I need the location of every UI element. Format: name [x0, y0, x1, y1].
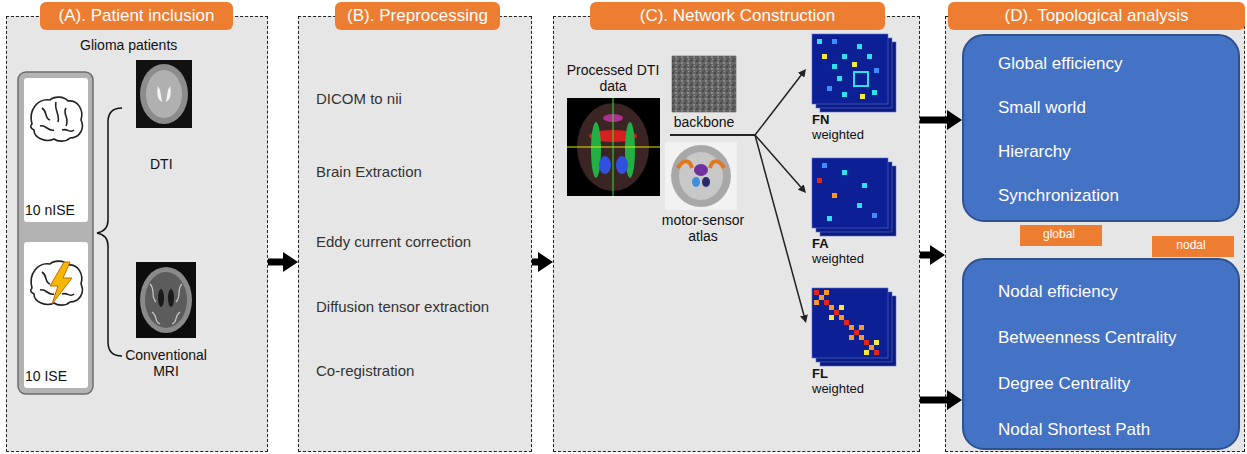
matrix-caption: weighted [812, 382, 864, 397]
panel-heading: (D). Topological analysis [948, 2, 1245, 30]
group-title: Glioma patients [80, 37, 177, 53]
matrix-node: FAweighted [806, 156, 898, 272]
metric-box: Nodal efficiencyBetweenness CentralityDe… [962, 258, 1240, 450]
metric-box: Global efficiencySmall worldHierarchySyn… [962, 34, 1240, 222]
image-node: Processed DTI data [560, 60, 670, 198]
metric-text: Betweenness Centrality [998, 328, 1177, 348]
flow-arrow [268, 259, 283, 266]
metric-text: Global efficiency [998, 54, 1122, 74]
matrix-name: FN [812, 113, 829, 128]
group-label: 10 ISE [25, 368, 67, 384]
panel-box: (A). Patient inclusion10 nISE10 ISE [6, 16, 268, 452]
metric-text: Hierarchy [998, 142, 1071, 162]
patient-card: 10 nISE [22, 76, 90, 224]
metric-text: Small world [998, 98, 1086, 118]
panel-box: (D). Topological analysisGlobal efficien… [945, 16, 1245, 452]
step-text: Eddy current correction [316, 233, 471, 250]
image-caption: Conventional MRI [116, 347, 216, 379]
step-text: DICOM to nii [316, 90, 402, 107]
tag-text: nodal [1152, 236, 1230, 255]
image-caption: motor-sensor atlas [653, 212, 753, 244]
metric-text: Synchronization [998, 186, 1119, 206]
metric-text: Degree Centrality [998, 374, 1130, 394]
matrix-node: FNweighted [806, 32, 898, 148]
tag-box: global [1020, 225, 1102, 246]
step-text: Co-registration [316, 362, 414, 379]
flow-arrow [920, 117, 947, 124]
matrix-name: FL [812, 367, 828, 382]
panel-heading: (C). Network Construction [590, 2, 885, 30]
flow-arrow [920, 397, 947, 404]
step-text: Diffusion tensor extraction [316, 298, 489, 315]
tag-text: global [1020, 225, 1098, 244]
tag-box: nodal [1152, 236, 1234, 257]
metric-text: Nodal Shortest Path [998, 420, 1150, 440]
flow-arrow [920, 252, 930, 259]
image-caption: Processed DTI data [560, 62, 666, 94]
matrix-caption: weighted [812, 252, 864, 267]
flow-arrow [532, 259, 538, 266]
panel-box: (B). PreprocessingDICOM to niiBrain Extr… [298, 16, 532, 452]
patient-card: 10 ISE [22, 240, 90, 390]
matrix-node: FLweighted [806, 286, 898, 402]
panel-heading: (B). Preprocessing [335, 2, 500, 30]
panel-heading: (A). Patient inclusion [40, 2, 233, 30]
panel-box: (C). Network ConstructionProcessed DTI d… [553, 16, 920, 452]
group-label: 10 nISE [25, 202, 75, 218]
image-caption: DTI [150, 156, 173, 172]
matrix-name: FA [812, 237, 829, 252]
image-caption: backbone [664, 114, 744, 130]
step-text: Brain Extraction [316, 163, 422, 180]
matrix-caption: weighted [812, 128, 864, 143]
metric-text: Nodal efficiency [998, 282, 1118, 302]
